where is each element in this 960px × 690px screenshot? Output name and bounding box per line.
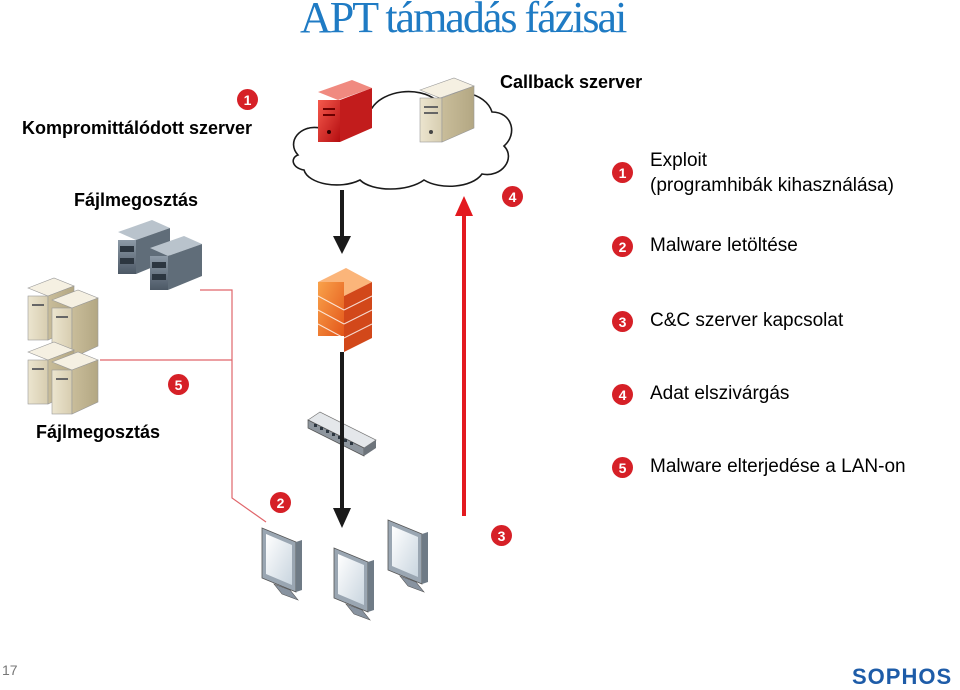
- lan-spread-lines: [100, 289, 267, 523]
- step-marker-1: 1: [237, 89, 258, 110]
- legend-badge-4: 4: [612, 384, 633, 405]
- download-arrowhead-top: [333, 236, 351, 254]
- legend-badge-3: 3: [612, 311, 633, 332]
- download-arrowhead-bottom: [333, 508, 351, 528]
- storage-rack-icon: [118, 220, 202, 290]
- callback-server-icon: [419, 77, 475, 143]
- file-share-label-bottom: Fájlmegosztás: [36, 422, 161, 442]
- exfiltration-arrowhead: [455, 196, 473, 216]
- red-server-icon: [318, 80, 372, 142]
- legend-badge-1: 1: [612, 162, 633, 183]
- sophos-logo: SOPHOS: [852, 664, 953, 689]
- page-title: APT támadás fázisai: [300, 0, 627, 42]
- workstation-icon: [333, 547, 374, 621]
- step-marker-4: 4: [502, 186, 523, 207]
- legend-text-2: Malware letöltése: [650, 235, 798, 256]
- callback-server-label: Callback szerver: [500, 72, 643, 92]
- compromised-server-label: Kompromittálódott szerver: [22, 118, 253, 138]
- legend-text-3: C&C szerver kapcsolat: [650, 310, 844, 331]
- firewall-icon: [317, 268, 373, 352]
- workstation-icon: [387, 519, 428, 593]
- workstation-icon: [261, 527, 302, 601]
- step-marker-2: 2: [270, 492, 291, 513]
- legend-text-4: Adat elszivárgás: [650, 383, 790, 404]
- legend-text-5: Malware elterjedése a LAN-on: [650, 456, 906, 477]
- legend-badge-2: 2: [612, 236, 633, 257]
- file-server-icon: [27, 277, 99, 415]
- step-marker-3: 3: [491, 525, 512, 546]
- page-number: 17: [2, 662, 18, 678]
- legend-text-1-detail: (programhibák kihasználása): [650, 175, 894, 196]
- legend-text-1: Exploit: [650, 150, 708, 171]
- step-marker-5: 5: [168, 374, 189, 395]
- file-share-label-top: Fájlmegosztás: [74, 190, 199, 210]
- legend-badge-5: 5: [612, 457, 633, 478]
